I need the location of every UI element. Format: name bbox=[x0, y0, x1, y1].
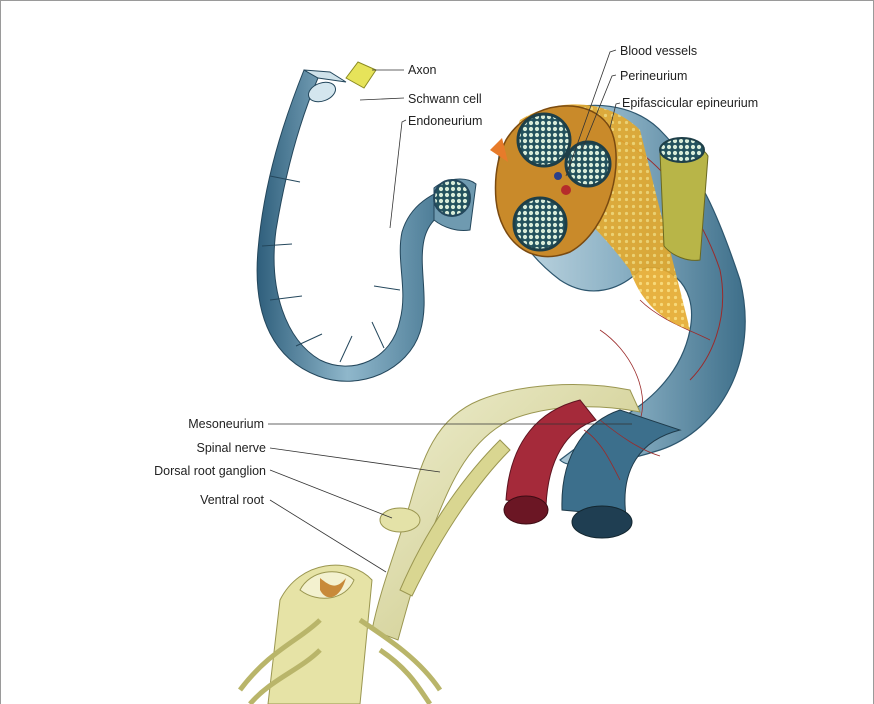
dorsal-root-ganglion-shape bbox=[380, 508, 420, 532]
label-mesoneurium: Mesoneurium bbox=[188, 417, 264, 431]
vessels bbox=[504, 400, 680, 538]
label-perineurium: Perineurium bbox=[620, 69, 687, 83]
leader-dorsal-root-ganglion bbox=[270, 470, 392, 518]
leader-spinal-nerve bbox=[270, 448, 440, 472]
nerve-fiber-coil bbox=[257, 62, 476, 381]
label-dorsal-root-ganglion: Dorsal root ganglion bbox=[154, 464, 266, 478]
axon-core bbox=[346, 62, 376, 88]
blood-vessel-dot bbox=[561, 185, 571, 195]
label-ventral-root: Ventral root bbox=[200, 493, 264, 507]
leader-ventral-root bbox=[270, 500, 386, 572]
label-epifascicular-epineurium: Epifascicular epineurium bbox=[622, 96, 758, 110]
label-blood-vessels: Blood vessels bbox=[620, 44, 697, 58]
small-fascicle bbox=[434, 180, 470, 216]
leader-endoneurium bbox=[390, 120, 406, 228]
fascicle-2 bbox=[566, 142, 610, 186]
label-schwann-cell: Schwann cell bbox=[408, 92, 482, 106]
label-endoneurium: Endoneurium bbox=[408, 114, 482, 128]
leader-schwann-cell bbox=[360, 98, 404, 100]
label-axon: Axon bbox=[408, 63, 437, 77]
fascicle-3 bbox=[514, 198, 566, 250]
label-spinal-nerve: Spinal nerve bbox=[197, 441, 267, 455]
fascicle-1 bbox=[518, 114, 570, 166]
spinal-roots bbox=[240, 385, 640, 704]
